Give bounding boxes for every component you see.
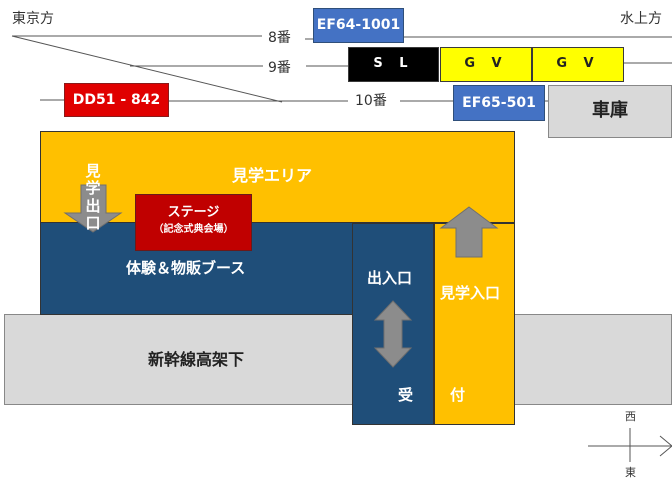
direction-right-label: 水上方 — [620, 11, 662, 27]
reception-label-left: 受 — [398, 386, 414, 404]
reception-label-right: 付 — [450, 386, 466, 404]
track-diagonal-line — [11, 35, 283, 103]
vehicle-gv-1: G V — [440, 47, 532, 82]
booth-label: 体験＆物販ブース — [126, 259, 246, 277]
entrance-label: 出入口 — [367, 269, 413, 287]
track-9-label: 9番 — [268, 60, 291, 76]
stage-subtitle: （記念式典会場） — [153, 224, 234, 235]
vehicle-ef65: EF65-501 — [453, 85, 545, 121]
entrance-up-arrow-icon — [439, 206, 499, 258]
track-8-label: 8番 — [268, 30, 291, 46]
vehicle-sl: S L — [348, 47, 439, 82]
stage-box — [135, 194, 252, 251]
vehicle-ef64: EF64-1001 — [313, 8, 404, 43]
direction-left-label: 東京方 — [12, 11, 54, 27]
viewing-exit-label: 見学出口 — [85, 162, 101, 232]
viewing-area-label: 見学エリア — [232, 166, 313, 185]
track-10-label: 10番 — [355, 93, 387, 109]
compass-west-label: 西 — [625, 410, 636, 423]
engine-shed: 車庫 — [548, 85, 672, 138]
stage-title: ステージ — [167, 205, 220, 220]
vehicle-gv-2: G V — [532, 47, 624, 82]
viewing-area — [40, 131, 515, 223]
exit-arrow-icon — [63, 184, 123, 233]
viaduct-area — [4, 314, 672, 405]
entrance-updown-arrow-icon — [373, 300, 413, 368]
vehicle-dd51: DD51 - 842 — [64, 83, 169, 117]
compass-east-label: 東 — [625, 466, 636, 479]
viewing-entrance-label: 見学入口 — [440, 284, 501, 302]
viaduct-label: 新幹線高架下 — [148, 350, 245, 369]
